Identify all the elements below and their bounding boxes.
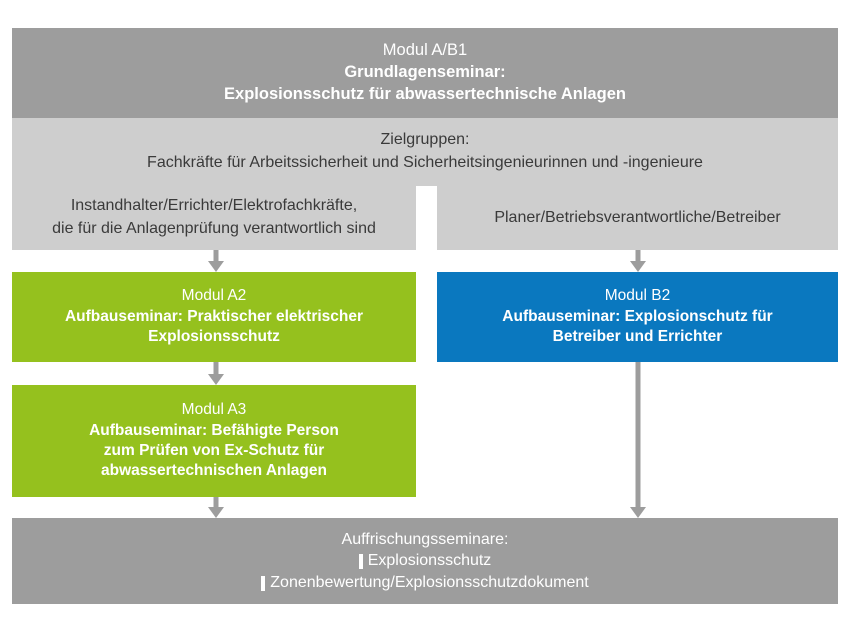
arrow-modul-a2-to-a3-icon [206,362,226,385]
arrow-band-to-modul-a2-icon [206,250,226,272]
node-modul-a2-line1: Aufbauseminar: Praktischer elektrischer [64,307,364,325]
node-modul-a-b1: Modul A/B1 Grundlagenseminar: Explosions… [12,28,838,118]
node-modul-b2: Modul B2 Aufbauseminar: Explosionschutz … [437,272,838,362]
arrow-modul-a3-to-footer-icon [206,497,226,518]
target-groups-shared: Zielgruppen: Fachkräfte für Arbeitssiche… [12,118,838,186]
node-modul-a-b1-title: Modul A/B1 [382,41,468,60]
node-modul-a2-line2: Explosionsschutz [148,328,280,346]
target-groups-shared-line: Fachkräfte für Arbeitssicherheit und Sic… [147,154,703,171]
target-groups-title: Zielgruppen: [380,131,470,149]
target-group-left-line2: die für die Anlagenprüfung verantwortlic… [52,220,376,237]
node-modul-a3: Modul A3 Aufbauseminar: Befähigte Person… [12,385,416,497]
node-modul-a3-line3: abwassertechnischen Anlagen [101,462,327,480]
node-modul-b2-line2: Betreiber und Errichter [552,328,723,346]
footer-item-2-label: Zonenbewertung/Explosionsschutzdokument [270,573,589,591]
node-modul-b2-title: Modul B2 [604,287,671,305]
node-modul-a3-line1: Aufbauseminar: Befähigte Person [89,421,339,439]
node-modul-a-b1-line3: Explosionsschutz für abwassertechnische … [224,84,626,103]
bullet-bar-icon [358,554,363,570]
arrow-modul-b2-to-footer-icon [628,362,648,518]
target-group-right-line1: Planer/Betriebsverantwortliche/Betreiber [494,208,781,226]
bullet-bar-icon [261,575,266,591]
node-modul-a3-title: Modul A3 [181,401,247,419]
target-group-left-line1: Instandhalter/Errichter/Elektrofachkräft… [70,197,358,215]
node-modul-a-b1-line2: Grundlagenseminar: [344,63,506,82]
footer-item-1: Explosionsschutz [358,550,492,571]
target-group-column-right: Planer/Betriebsverantwortliche/Betreiber [437,186,838,250]
arrow-band-to-modul-b2-icon [628,250,648,272]
node-modul-a3-line2: zum Prüfen von Ex-Schutz für [103,442,325,459]
footer-item-2: Zonenbewertung/Explosionsschutzdokument [261,572,589,593]
footer-title: Auffrischungsseminare: [341,531,509,549]
node-modul-a2: Modul A2 Aufbauseminar: Praktischer elek… [12,272,416,362]
node-auffrischungsseminare: Auffrischungsseminare: Explosionsschutz … [12,518,838,604]
target-groups-band: Zielgruppen: Fachkräfte für Arbeitssiche… [12,118,838,250]
target-group-column-left: Instandhalter/Errichter/Elektrofachkräft… [12,186,416,250]
node-modul-b2-line1: Aufbauseminar: Explosionschutz für [502,307,773,325]
node-modul-a2-title: Modul A2 [181,287,247,305]
footer-item-1-label: Explosionsschutz [367,552,492,570]
